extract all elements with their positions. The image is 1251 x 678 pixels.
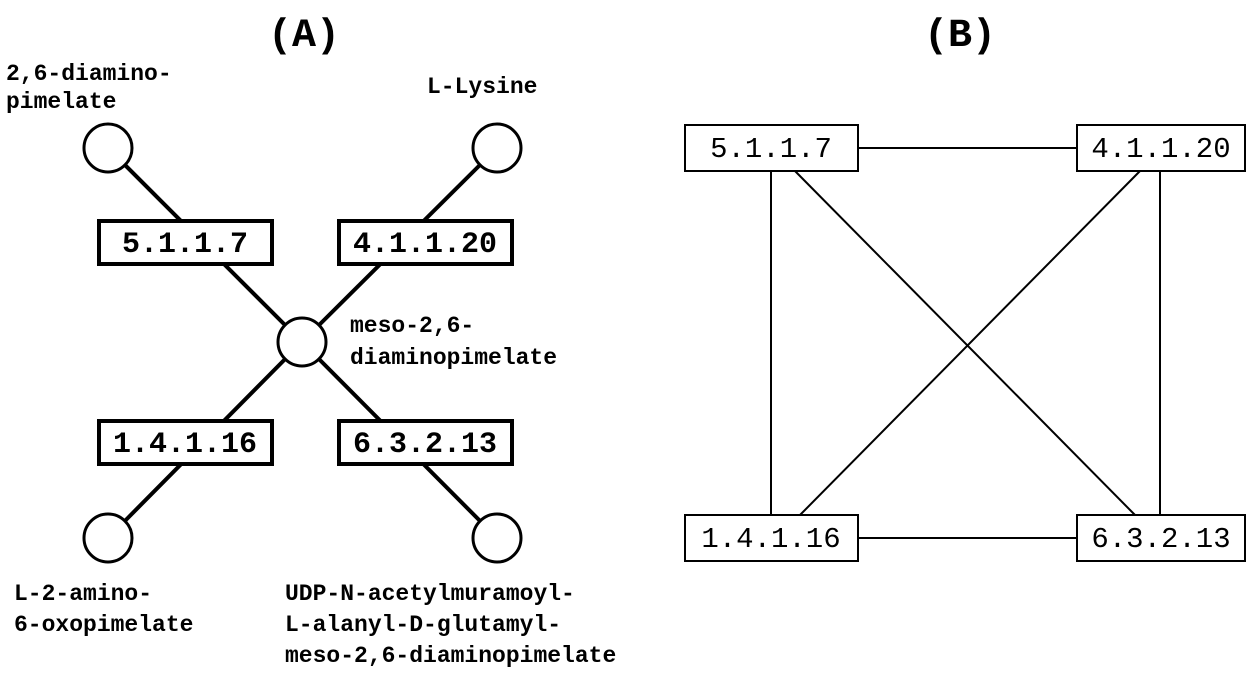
enzyme-box-top-right	[337, 219, 514, 266]
enzyme-box-top-right	[1076, 124, 1246, 172]
enzyme-box-bottom-right	[337, 419, 514, 466]
metabolite-label-center-line-1: meso-2,6-	[350, 313, 474, 339]
metabolite-label-bottom-right-line-3: meso-2,6-diaminopimelate	[285, 643, 616, 669]
enzyme-label-bottom-right: 6.3.2.13	[1091, 523, 1230, 556]
metabolite-label-bottom-left-line-1: L-2-amino-	[14, 581, 152, 607]
edge-diagonal-tr-bl	[799, 170, 1141, 516]
metabolite-label-bottom-left-line-2: 6-oxopimelate	[14, 612, 193, 638]
metabolite-node-bottom-right	[471, 512, 523, 564]
metabolite-label-bottom-right-line-1: UDP-N-acetylmuramoyl-	[285, 581, 575, 607]
metabolite-label-top-left-line-1: 2,6-diamino-	[6, 61, 172, 87]
panel-a-enzymes: 5.1.1.7 4.1.1.20 1.4.1.16 6.3.2.13	[97, 219, 514, 466]
enzyme-label-top-right: 4.1.1.20	[1091, 133, 1230, 166]
metabolite-node-top-left	[82, 122, 134, 174]
enzyme-box-top-left	[97, 219, 274, 266]
metabolite-label-top-right-line-1: L-Lysine	[427, 74, 537, 100]
panel-a-title: (A)	[268, 14, 340, 59]
enzyme-label-bottom-left: 1.4.1.16	[701, 523, 840, 556]
panel-b-edges	[770, 147, 1161, 539]
enzyme-box-bottom-left	[684, 514, 859, 562]
enzyme-box-bottom-right	[1076, 514, 1246, 562]
enzyme-label-top-left: 5.1.1.7	[710, 133, 832, 166]
panel-a-metabolite-labels: 2,6-diamino- pimelate L-Lysine meso-2,6-…	[6, 61, 616, 669]
metabolite-label-center-line-2: diaminopimelate	[350, 345, 557, 371]
enzyme-label-top-right: 4.1.1.20	[353, 228, 497, 262]
edge-diagonal-tl-br	[794, 170, 1136, 516]
panel-b-title: (B)	[924, 14, 996, 59]
metabolite-label-bottom-right-line-2: L-alanyl-D-glutamyl-	[285, 612, 561, 638]
metabolite-node-top-right	[471, 122, 523, 174]
panel-a-metabolites	[82, 122, 523, 564]
enzyme-box-bottom-left	[97, 419, 274, 466]
enzyme-label-bottom-right: 6.3.2.13	[353, 428, 497, 462]
enzyme-label-bottom-left: 1.4.1.16	[113, 428, 257, 462]
enzyme-box-top-left	[684, 124, 859, 172]
metabolite-node-bottom-left	[82, 512, 134, 564]
metabolite-node-center	[276, 316, 328, 368]
enzyme-label-top-left: 5.1.1.7	[122, 228, 248, 262]
panel-a: (A) 5.1.1.7 4.1.1.20 1.4.1.16 6.3.2.13	[6, 14, 616, 669]
panel-b: (B) 5.1.1.7 4.1.1.20 1.4.1.16 6.3.2.13	[684, 14, 1246, 562]
metabolite-label-top-left-line-2: pimelate	[6, 89, 116, 115]
panel-b-enzymes: 5.1.1.7 4.1.1.20 1.4.1.16 6.3.2.13	[684, 124, 1246, 562]
